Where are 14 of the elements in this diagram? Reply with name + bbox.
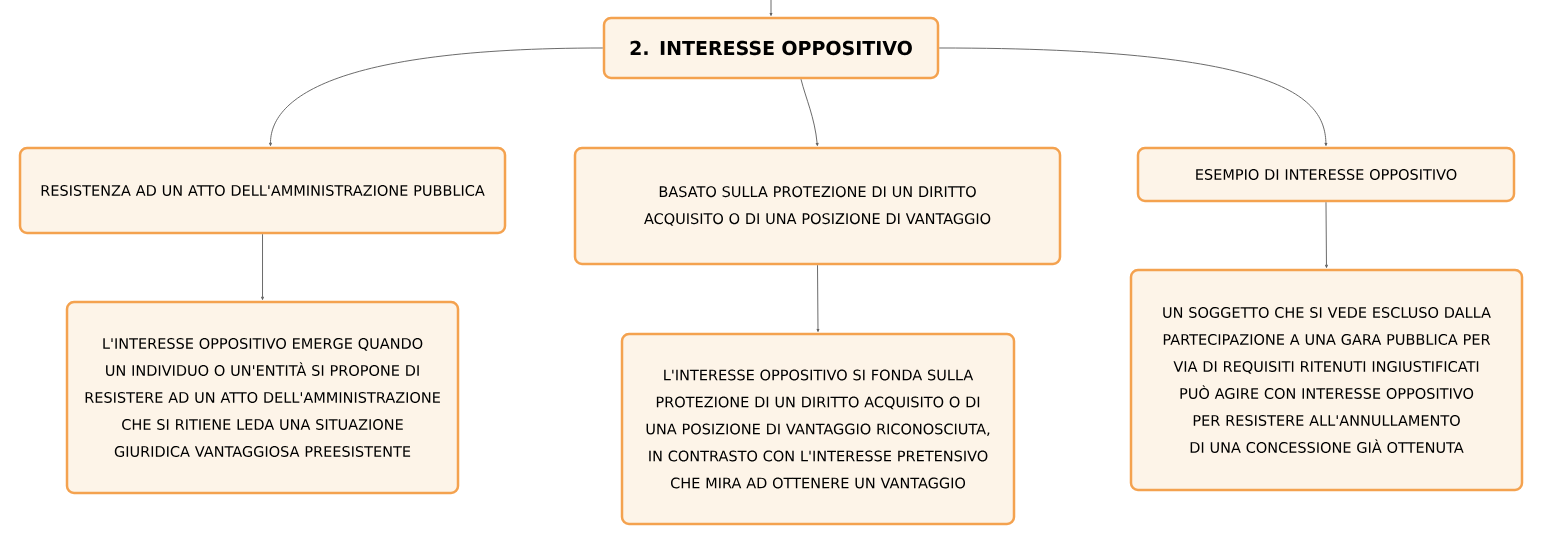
text-box: L'INTERESSE OPPOSITIVO EMERGE QUANDO UN INDIVIDUO O UN'ENTITÀ SI PROPONE DI RESISTERE AD UN ATTO DELL'AMMINISTRAZIONE CHE SI RITIENE LEDA UNA SITUAZIONE GIURIDICA VANTAGGIOSA PREESISTENTE	[65, 300, 460, 495]
arrow	[1325, 201, 1328, 269]
text-box: ESEMPIO DI INTERESSE OPPOSITIVO	[1136, 146, 1516, 203]
arrow	[816, 264, 820, 333]
arrow	[800, 78, 819, 147]
arrow	[938, 47, 1328, 147]
topic-box: 2. INTERESSE OPPOSITIVO	[602, 16, 940, 80]
text-box: RESISTENZA AD UN ATTO DELL'AMMINISTRAZIONE PUBBLICA	[18, 146, 507, 235]
text-box: L'INTERESSE OPPOSITIVO SI FONDA SULLA PROTEZIONE DI UN DIRITTO ACQUISITO O DI UNA POSIZIONE DI VANTAGGIO RICONOSCIUTA, IN CONTRASTO CON L'INTERESSE PRETENSIVO CHE MIRA AD OTTENERE UN VANTAGGIO	[620, 332, 1016, 526]
text-box: UN SOGGETTO CHE SI VEDE ESCLUSO DALLA PARTECIPAZIONE A UNA GARA PUBBLICA PER VIA DI REQUISITI RITENUTI INGIUSTIFICATI PUÒ AGIRE CON INTERESSE OPPOSITIVO PER RESISTERE ALL'ANNULLAMENTO DI UNA CONCESSIONE GIÀ OTTENUTA	[1129, 268, 1524, 492]
arrow	[769, 0, 773, 16]
arrow	[261, 233, 264, 301]
text-box: BASATO SULLA PROTEZIONE DI UN DIRITTO ACQUISITO O DI UNA POSIZIONE DI VANTAGGIO	[573, 146, 1062, 266]
arrow	[269, 47, 604, 147]
